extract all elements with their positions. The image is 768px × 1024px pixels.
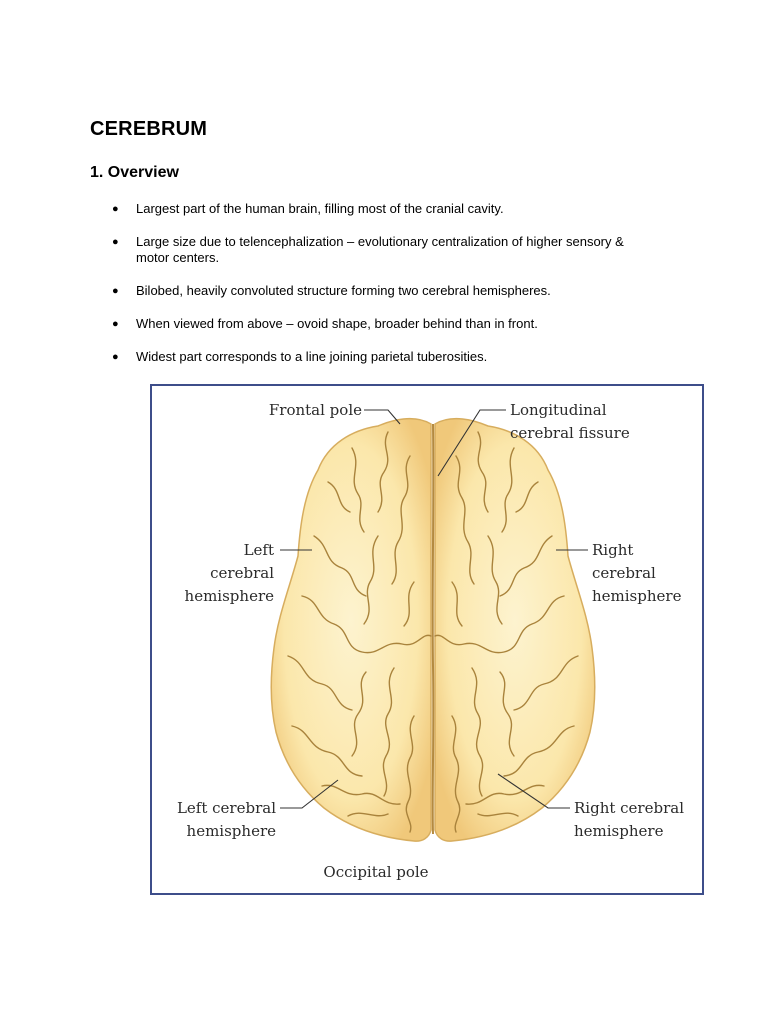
bullet-icon: ●: [112, 285, 119, 297]
right-hemisphere-label-line2: cerebral: [592, 564, 656, 582]
left-hemisphere-label-line2: cerebral: [210, 564, 274, 582]
page-title: CEREBRUM: [90, 118, 208, 140]
bullet-item-4: ● When viewed from above – ovoid shape, …: [112, 316, 672, 332]
left-hemisphere-label: Left: [244, 541, 274, 559]
bullet-icon: ●: [112, 203, 119, 215]
overview-bullet-list: ● Largest part of the human brain, filli…: [112, 201, 672, 382]
bullet-item-5: ● Widest part corresponds to a line join…: [112, 349, 672, 365]
right-hemisphere-lower-label-line2: hemisphere: [574, 822, 664, 840]
bullet-text: Bilobed, heavily convoluted structure fo…: [136, 283, 551, 298]
right-sulci: [434, 431, 579, 833]
occipital-pole-label: Occipital pole: [323, 863, 428, 881]
bullet-item-2: ● Large size due to telencephalization –…: [112, 234, 672, 266]
right-hemisphere-lower-label: Right cerebral: [574, 799, 684, 817]
left-hemisphere-lower-label: Left cerebral: [177, 799, 276, 817]
bullet-icon: ●: [112, 318, 119, 330]
bullet-icon: ●: [112, 351, 119, 363]
left-hemisphere-label-line3: hemisphere: [185, 587, 275, 605]
left-hemisphere-lower-label-line2: hemisphere: [187, 822, 277, 840]
left-hemisphere-lower-leader: [280, 779, 339, 809]
longitudinal-fissure-line: [431, 423, 435, 835]
section-heading-overview: 1. Overview: [90, 164, 179, 181]
right-hemisphere-label: Right: [592, 541, 633, 559]
bullet-text: Large size due to telencephalization – e…: [136, 234, 624, 249]
right-hemisphere-label-line3: hemisphere: [592, 587, 682, 605]
bullet-item-1: ● Largest part of the human brain, filli…: [112, 201, 672, 217]
bullet-text: When viewed from above – ovoid shape, br…: [136, 316, 538, 331]
bullet-text: Widest part corresponds to a line joinin…: [136, 349, 488, 364]
left-hemisphere-shape: [270, 417, 432, 842]
frontal-pole-label: Frontal pole: [269, 401, 362, 419]
bullet-icon: ●: [112, 236, 119, 248]
bullet-item-3: ● Bilobed, heavily convoluted structure …: [112, 283, 672, 299]
bullet-text-continued: motor centers.: [136, 250, 220, 265]
right-hemisphere-shape: [434, 417, 596, 842]
longitudinal-fissure-leader: [437, 409, 506, 477]
longitudinal-fissure-label-line2: cerebral fissure: [510, 424, 630, 442]
right-hemisphere-lower-leader: [497, 773, 570, 809]
frontal-pole-leader: [364, 409, 401, 425]
bullet-text: Largest part of the human brain, filling…: [136, 201, 504, 216]
brain-superior-view-diagram: Frontal pole Longitudinal cerebral fissu…: [177, 401, 684, 881]
brain-figure-frame: Frontal pole Longitudinal cerebral fissu…: [150, 384, 704, 895]
longitudinal-fissure-label: Longitudinal: [510, 401, 607, 419]
left-sulci: [287, 431, 432, 833]
